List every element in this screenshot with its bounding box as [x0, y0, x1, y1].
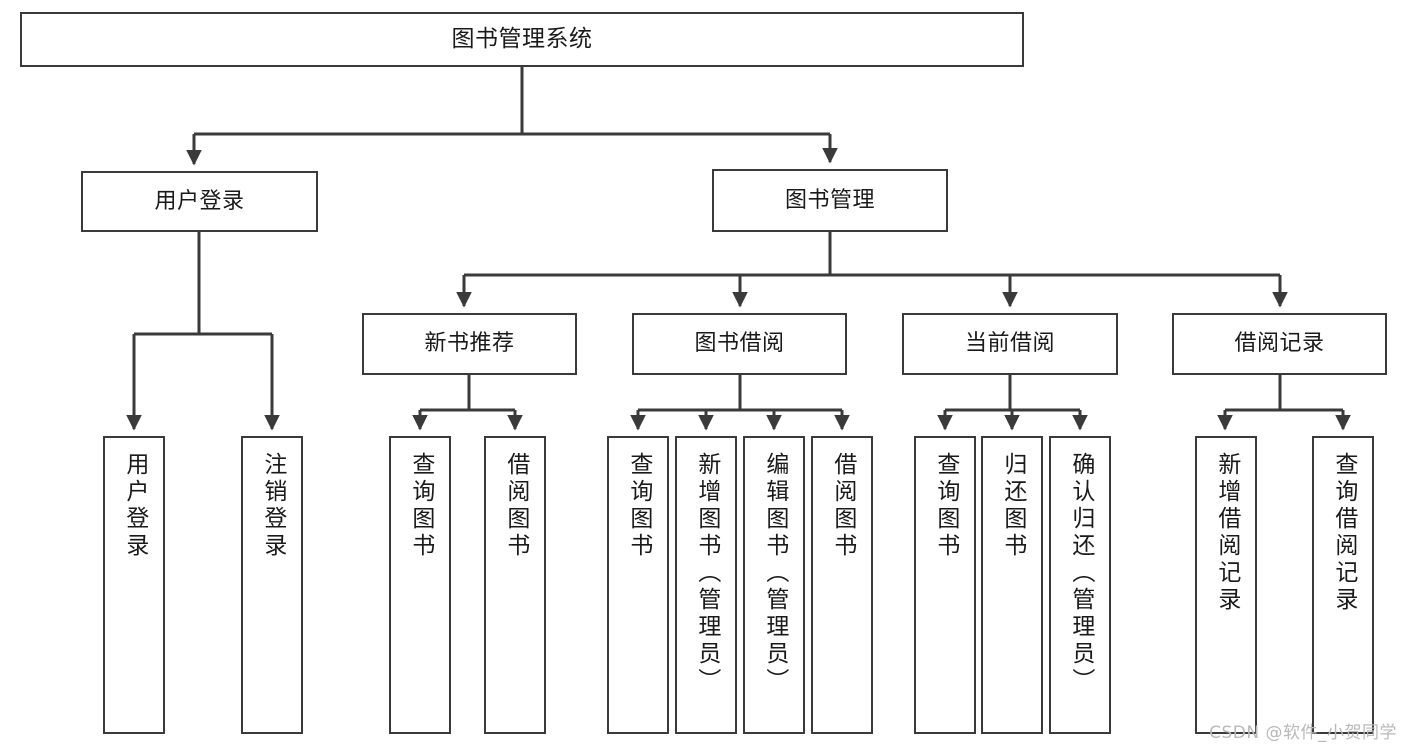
node-root-book-management-system[interactable]: 图书管理系统: [20, 12, 1024, 67]
node-label: 查询借阅记录: [1330, 452, 1357, 614]
node-label: 当前借阅: [964, 331, 1055, 357]
node-label: 新增图书（管理员）: [693, 452, 720, 695]
node-leaf-return-book[interactable]: 归还图书: [981, 436, 1043, 734]
node-label: 图书管理系统: [451, 26, 593, 53]
node-label: 注销登录: [259, 452, 286, 560]
node-label: 图书借阅: [694, 331, 785, 357]
node-leaf-query-book-current[interactable]: 查询图书: [914, 436, 976, 734]
node-label: 借阅图书: [829, 452, 856, 560]
node-label: 借阅记录: [1234, 331, 1325, 357]
node-label: 用户登录: [154, 188, 245, 214]
node-new-book-recommend[interactable]: 新书推荐: [362, 313, 577, 375]
node-label: 图书管理: [784, 187, 875, 213]
node-leaf-confirm-return[interactable]: 确认归还（管理员）: [1049, 436, 1111, 734]
node-book-borrow[interactable]: 图书借阅: [632, 313, 847, 375]
node-label: 确认归还（管理员）: [1067, 452, 1094, 695]
node-label: 借阅图书: [502, 452, 529, 560]
node-borrow-record[interactable]: 借阅记录: [1172, 313, 1387, 375]
node-label: 归还图书: [999, 452, 1026, 560]
node-leaf-query-book-recommend[interactable]: 查询图书: [389, 436, 451, 734]
node-leaf-borrow-book[interactable]: 借阅图书: [811, 436, 873, 734]
node-label: 新增借阅记录: [1213, 452, 1240, 614]
node-leaf-borrow-book-recommend[interactable]: 借阅图书: [484, 436, 546, 734]
node-user-login[interactable]: 用户登录: [81, 171, 318, 232]
node-leaf-edit-book[interactable]: 编辑图书（管理员）: [743, 436, 805, 734]
csdn-watermark: CSDN @软件_小贺同学: [1209, 723, 1397, 743]
node-leaf-query-borrow-record[interactable]: 查询借阅记录: [1312, 436, 1374, 734]
node-leaf-logout-login[interactable]: 注销登录: [241, 436, 303, 734]
node-label: 查询图书: [932, 452, 959, 560]
node-leaf-add-borrow-record[interactable]: 新增借阅记录: [1195, 436, 1257, 734]
node-leaf-user-login[interactable]: 用户登录: [103, 436, 165, 734]
node-current-borrow[interactable]: 当前借阅: [902, 313, 1118, 375]
node-label: 编辑图书（管理员）: [761, 452, 788, 695]
node-label: 查询图书: [625, 452, 652, 560]
node-label: 用户登录: [121, 452, 148, 560]
node-leaf-query-book-borrow[interactable]: 查询图书: [607, 436, 669, 734]
node-label: 新书推荐: [424, 331, 515, 357]
node-book-manage[interactable]: 图书管理: [712, 169, 948, 232]
node-leaf-add-book[interactable]: 新增图书（管理员）: [675, 436, 737, 734]
node-label: 查询图书: [407, 452, 434, 560]
